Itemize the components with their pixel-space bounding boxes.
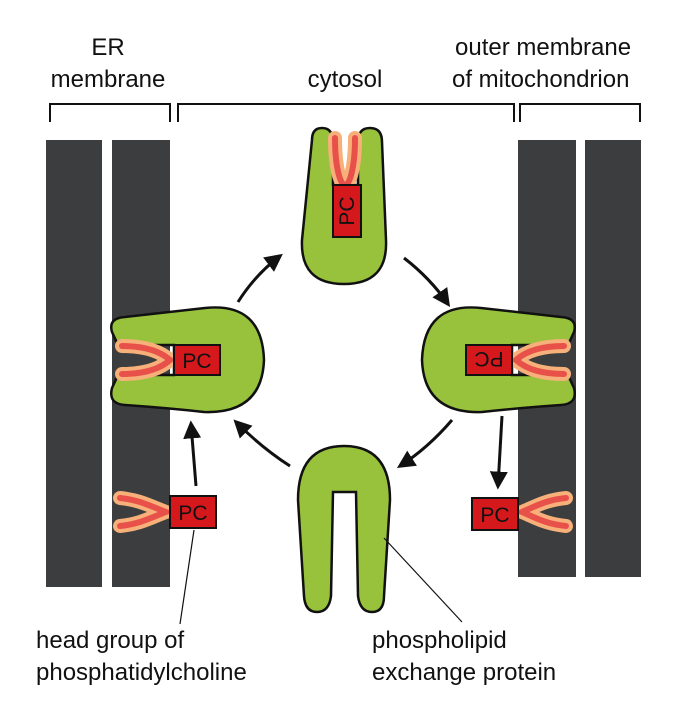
head-group-label-line1: head group of	[36, 627, 184, 654]
pc-box	[169, 495, 217, 529]
pc-label: PC	[178, 502, 207, 525]
arrow-mito-pc-down	[489, 415, 508, 490]
exchange-protein-left: PC	[110, 306, 266, 414]
pc-box	[332, 184, 362, 238]
pc-molecule-er: PC	[113, 491, 217, 533]
exchange-protein-right: PC	[420, 306, 576, 414]
cycle-arrow-left-to-top	[236, 253, 283, 303]
pc-label: PC	[336, 196, 359, 225]
cycle-arrow-bottom-to-left	[233, 419, 291, 468]
exchange-protein-top: PC	[300, 126, 388, 286]
er-membrane-outer-leaflet	[46, 140, 102, 587]
exchange-protein-label-line1: phospholipid	[372, 627, 507, 654]
arrow-er-pc-up	[183, 420, 202, 487]
pc-box	[471, 497, 519, 531]
mito-label-line2: of mitochondrion	[452, 66, 629, 93]
exchange-protein-label-line2: exchange protein	[372, 659, 556, 686]
pc-box	[173, 344, 221, 376]
head-group-label-line2: phosphatidylcholine	[36, 659, 247, 686]
cycle-arrow-right-to-bottom	[396, 419, 454, 468]
pc-label: PC	[480, 504, 509, 527]
er-label-line2: membrane	[51, 66, 166, 93]
cycle-arrow-top-to-right	[403, 256, 451, 307]
pc-molecule-mito: PC	[471, 491, 573, 533]
mito-label-line1: outer membrane	[455, 34, 631, 61]
pc-label: PC	[182, 350, 211, 373]
er-label-line1: ER	[91, 34, 124, 61]
mito-membrane-outer-leaflet	[585, 140, 641, 577]
cytosol-bracket	[177, 103, 515, 122]
leader-exchange-protein	[383, 537, 463, 623]
leader-head-group	[179, 529, 195, 625]
er-bracket	[49, 103, 171, 122]
exchange-protein-bottom	[296, 444, 392, 614]
mito-bracket	[519, 103, 641, 122]
pc-box	[465, 344, 513, 376]
pc-label: PC	[474, 347, 503, 370]
cytosol-label: cytosol	[308, 66, 383, 93]
